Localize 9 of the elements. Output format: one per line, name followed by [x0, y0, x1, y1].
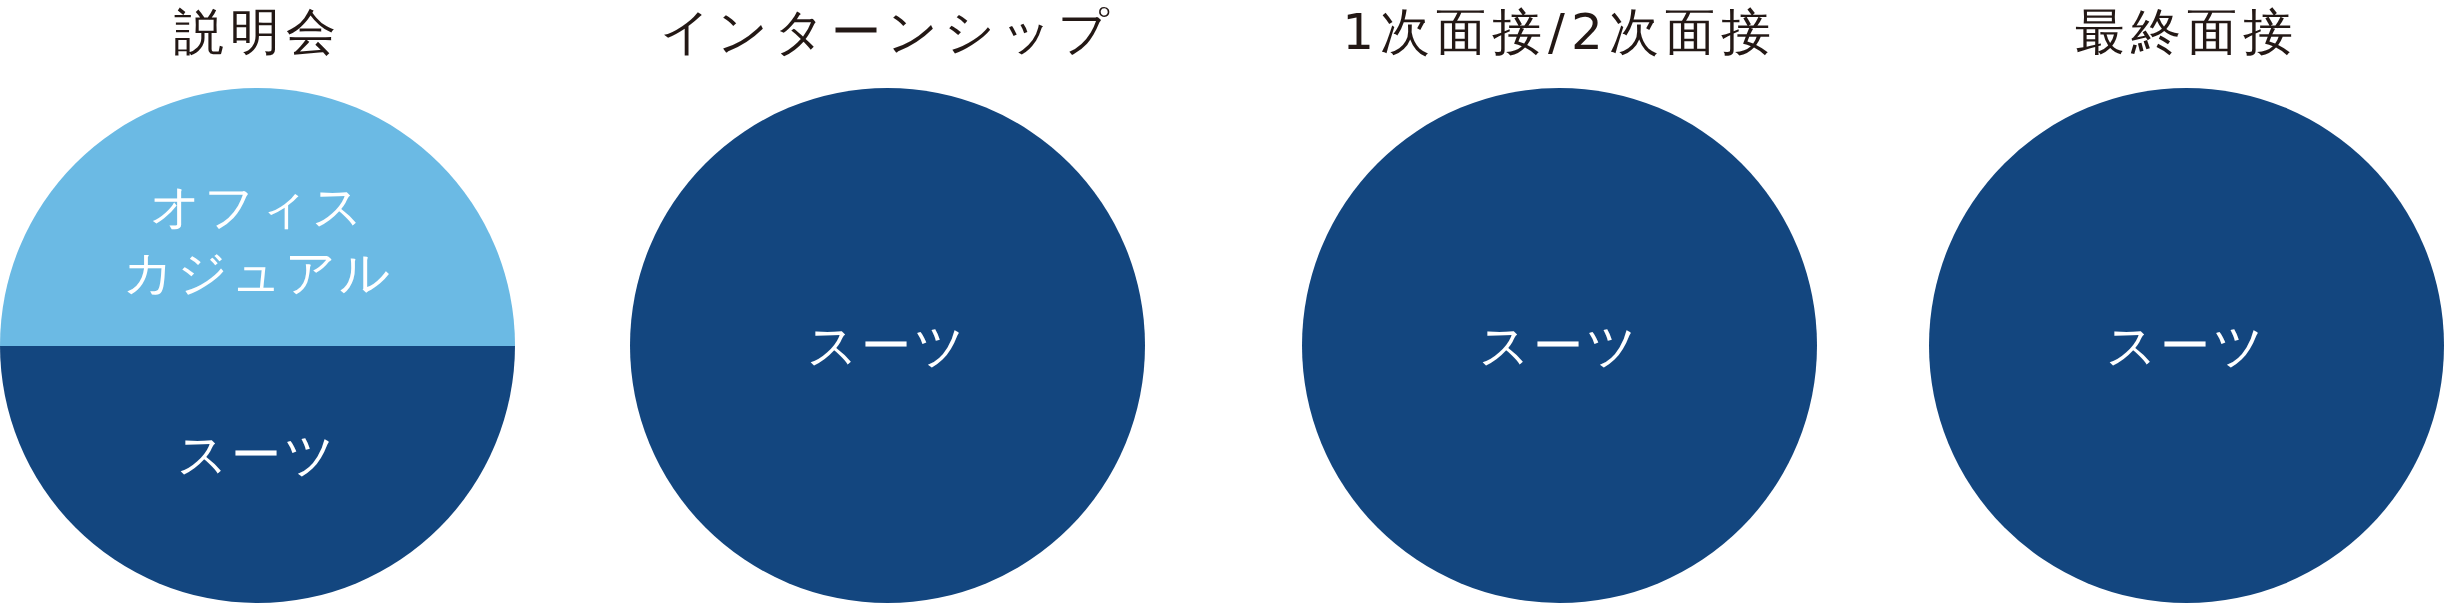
circle-label: スーツ: [807, 315, 968, 377]
stage-heading: インターンシップ: [660, 4, 1115, 60]
stage-heading: 説明会: [173, 4, 342, 60]
circle-label: スーツ: [1479, 315, 1640, 377]
stage-heading: 1次面接/2次面接: [1342, 4, 1777, 60]
stage-heading: 最終面接: [2074, 4, 2299, 60]
circle-label: スーツ: [177, 424, 338, 486]
circle-label: オフィスカジュアル: [122, 176, 393, 304]
circle-label: スーツ: [2106, 315, 2267, 377]
